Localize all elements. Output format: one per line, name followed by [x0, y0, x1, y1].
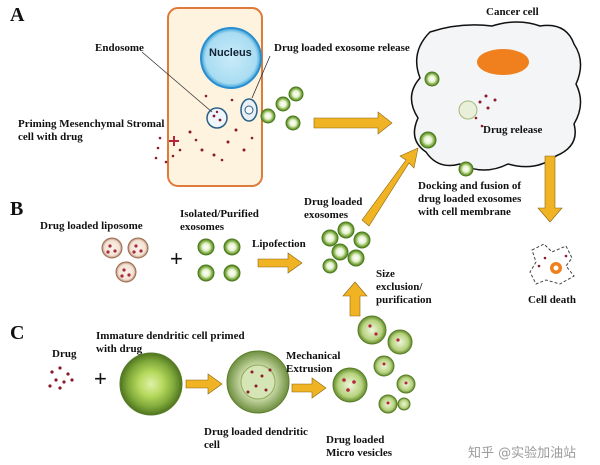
- arrow-to-cell-death: [537, 155, 563, 223]
- exosome-release-label: Drug loaded exosome release: [274, 42, 410, 54]
- mechanical-extrusion-label-line1: Mechanical: [286, 350, 341, 362]
- docking-label-line2: drug loaded exosomes: [418, 193, 522, 205]
- immature-cell-label-line1: Immature dendritic cell primed: [96, 330, 245, 342]
- drug-particles-cell: [154, 94, 254, 164]
- cancer-nucleus: [477, 49, 529, 75]
- immature-dendritic-cell: [119, 352, 183, 416]
- liposome-label: Drug loaded liposome: [40, 220, 143, 232]
- section-label-b: B: [10, 198, 24, 220]
- drug-loaded-exosomes-label-line1: Drug loaded: [304, 196, 363, 208]
- drug-loaded-exosomes-cluster: [321, 221, 371, 274]
- release-pointer: [251, 55, 271, 99]
- immature-cell-label-line2: with drug: [96, 343, 143, 355]
- section-label-a: A: [10, 4, 25, 26]
- priming-label-line2: cell with drug: [18, 131, 83, 143]
- purified-exosomes: [197, 238, 241, 282]
- liposomes: [101, 237, 149, 283]
- drug-particles-cancer: [474, 94, 497, 128]
- micro-vesicles: [332, 315, 416, 414]
- released-exosomes: [260, 86, 304, 131]
- arrow-lipofection: [257, 252, 303, 274]
- arrow-to-cancer-cell: [313, 111, 393, 135]
- docking-label-line1: Docking and fusion of: [418, 180, 522, 192]
- drug-entry-mark: [169, 136, 179, 146]
- section-label-c: C: [10, 322, 25, 344]
- arrow-extrusion: [291, 377, 327, 399]
- lipofection-label: Lipofection: [252, 238, 306, 250]
- endosome-pointer: [141, 51, 213, 113]
- plus-sign-c: +: [94, 366, 107, 391]
- size-exclusion-label-line3: purification: [376, 294, 432, 306]
- endosome: [206, 107, 228, 129]
- size-exclusion-label-line1: Size: [376, 268, 395, 280]
- docking-label-line3: with cell membrane: [418, 206, 511, 218]
- priming-label-line1: Priming Mesenchymal Stromal: [18, 118, 165, 130]
- fused-exosome: [458, 100, 478, 120]
- micro-vesicles-label-line1: Drug loaded: [326, 434, 385, 446]
- micro-vesicles-label-line2: Micro vesicles: [326, 447, 393, 459]
- cancer-cell-label: Cancer cell: [486, 6, 539, 18]
- watermark: 知乎 @实验加油站: [468, 446, 577, 461]
- cell-death-label: Cell death: [528, 294, 576, 306]
- drug-release-label: Drug release: [483, 124, 543, 136]
- docking-exosomes: [419, 71, 474, 177]
- dendritic-cell-label-line2: cell: [204, 439, 220, 451]
- size-exclusion-label-line2: exclusion/: [376, 281, 423, 293]
- isolated-label-line2: exosomes: [180, 221, 224, 233]
- free-drug-particles: [48, 366, 74, 390]
- arrow-size-exclusion: [342, 281, 368, 317]
- plus-sign-b: +: [170, 246, 183, 271]
- endosome-label: Endosome: [95, 42, 144, 54]
- drug-loaded-exosomes-label-line2: exosomes: [304, 209, 348, 221]
- nucleus-label: Nucleus: [209, 47, 252, 59]
- mechanical-extrusion-label-line2: Extrusion: [286, 363, 333, 375]
- drug-label: Drug: [52, 348, 77, 360]
- isolated-label-line1: Isolated/Purified: [180, 208, 259, 220]
- nucleus: [200, 27, 262, 89]
- cancer-cell: [410, 21, 582, 171]
- arrow-to-dendritic-cell: [185, 373, 223, 395]
- arrow-to-docking: [361, 147, 419, 227]
- dendritic-cell-label-line1: Drug loaded dendritic: [204, 426, 308, 438]
